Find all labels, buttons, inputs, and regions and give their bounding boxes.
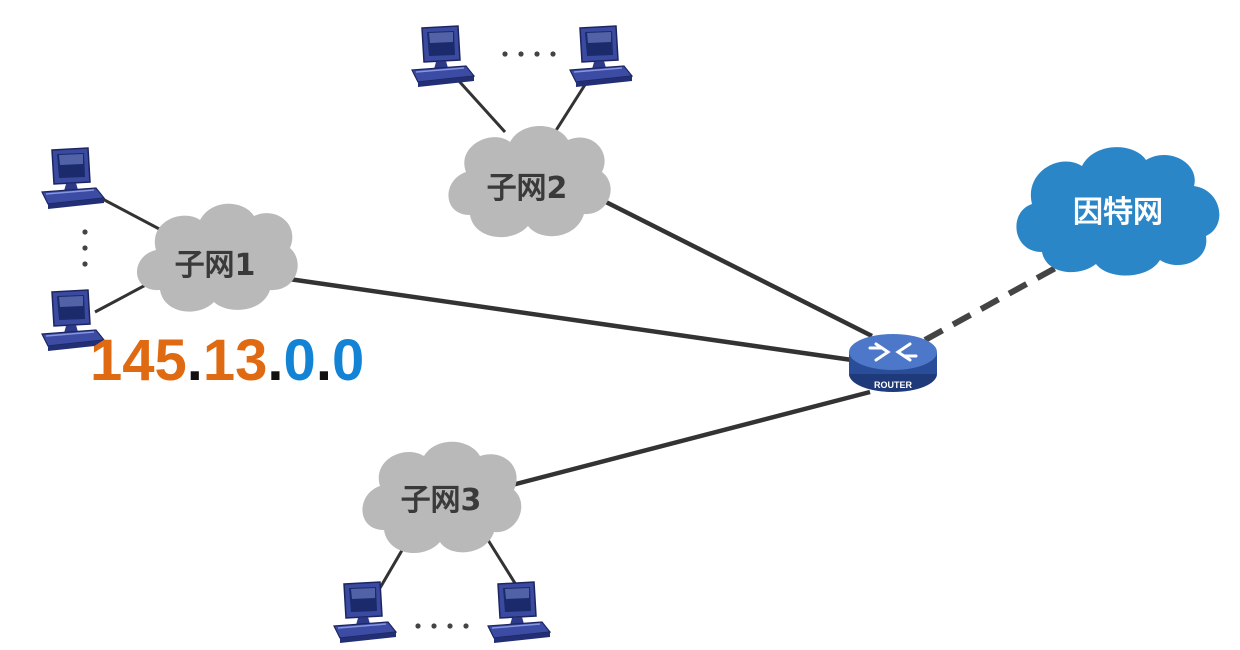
link-subnet3-router bbox=[511, 389, 871, 488]
computer-icon bbox=[487, 581, 551, 644]
computer-icon bbox=[41, 147, 105, 210]
link-pc bbox=[456, 78, 507, 134]
subnet-1-cloud: 子网1 bbox=[136, 203, 298, 312]
computer-icon bbox=[411, 25, 475, 88]
subnet-2-cloud: 子网2 bbox=[448, 126, 611, 238]
router-icon: ROUTER bbox=[849, 334, 937, 392]
ip-part: 0 bbox=[331, 328, 365, 393]
ip-part: 0 bbox=[283, 328, 316, 393]
ellipsis-dots bbox=[82, 51, 556, 629]
ip-part: . bbox=[186, 328, 203, 393]
subnet-2-label: 子网2 bbox=[487, 171, 568, 206]
link-pc bbox=[94, 193, 166, 234]
link-pc bbox=[553, 79, 590, 133]
links bbox=[94, 78, 1072, 589]
internet-cloud: 因特网 bbox=[1016, 147, 1220, 276]
internet-label: 因特网 bbox=[1073, 195, 1163, 230]
subnet-1-label: 子网1 bbox=[175, 248, 256, 283]
subnet-3-label: 子网3 bbox=[401, 483, 482, 518]
computer-icon bbox=[569, 25, 633, 88]
computer-icon bbox=[333, 581, 397, 644]
router-label: ROUTER bbox=[874, 380, 913, 390]
ip-part: . bbox=[315, 328, 332, 393]
link-subnet1-router bbox=[281, 275, 853, 363]
link-subnet2-router bbox=[590, 192, 874, 339]
subnet-3-cloud: 子网3 bbox=[362, 441, 522, 554]
ip-part: . bbox=[267, 328, 284, 393]
link-router-internet bbox=[923, 257, 1072, 343]
link-pc bbox=[486, 539, 520, 589]
ip-part: 145 bbox=[90, 328, 187, 393]
ip-address: 145.13.0.0 bbox=[90, 332, 364, 390]
ip-part: 13 bbox=[202, 328, 268, 393]
